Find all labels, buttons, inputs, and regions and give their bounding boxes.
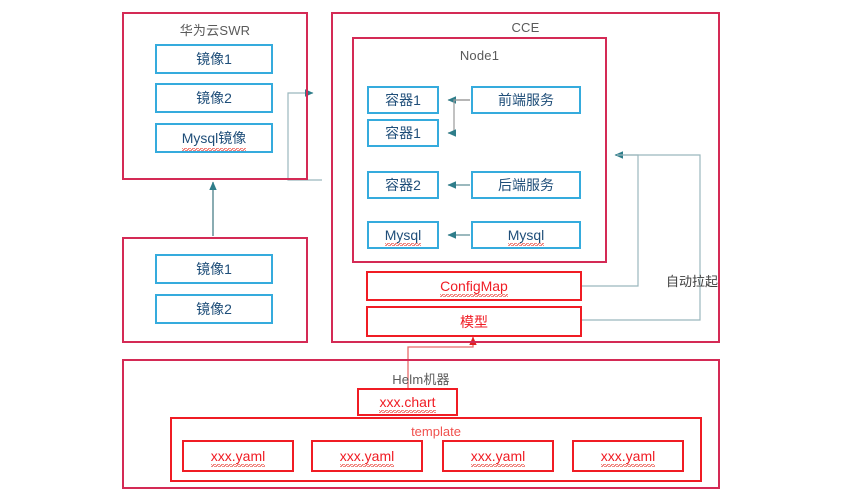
cce-resource-model[interactable]: 模型	[366, 306, 582, 337]
node-container-3[interactable]: Mysql	[367, 221, 439, 249]
swr-image-0[interactable]: 镜像1	[155, 44, 273, 74]
node-container-0[interactable]: 容器1	[367, 86, 439, 114]
local-image-1[interactable]: 镜像2	[155, 294, 273, 324]
node-container-2[interactable]: 容器2	[367, 171, 439, 199]
group-node1	[352, 37, 607, 263]
node-service-0[interactable]: 前端服务	[471, 86, 581, 114]
node-container-0-label: 容器1	[385, 92, 421, 108]
group-swr	[122, 12, 308, 180]
node-container-2-label: 容器2	[385, 177, 421, 193]
node-container-1[interactable]: 容器1	[367, 119, 439, 147]
local-image-1-label: 镜像2	[196, 301, 232, 317]
template-file-1-label: xxx.yaml	[339, 448, 395, 467]
helm-chart[interactable]: xxx.chart	[357, 388, 458, 416]
node-service-1-label: 后端服务	[498, 177, 554, 193]
template-file-3[interactable]: xxx.yaml	[572, 440, 684, 472]
auto-pull-label: 自动拉起	[666, 274, 719, 289]
template-file-2-label: xxx.yaml	[470, 448, 526, 467]
node-container-1-label: 容器1	[385, 125, 421, 141]
local-image-0[interactable]: 镜像1	[155, 254, 273, 284]
node-service-1[interactable]: 后端服务	[471, 171, 581, 199]
template-file-2[interactable]: xxx.yaml	[442, 440, 554, 472]
cce-resource-configmap[interactable]: ConfigMap	[366, 271, 582, 301]
group-local-images	[122, 237, 308, 343]
swr-image-2-label: Mysql镜像	[181, 130, 247, 151]
group-helm-title: Helm机器	[392, 372, 450, 387]
node-service-2[interactable]: Mysql	[471, 221, 581, 249]
node-container-3-label: Mysql	[384, 227, 422, 246]
group-cce	[331, 12, 720, 343]
node-service-0-label: 前端服务	[498, 92, 554, 108]
template-file-0[interactable]: xxx.yaml	[182, 440, 294, 472]
group-swr-title: 华为云SWR	[179, 23, 251, 38]
template-file-0-label: xxx.yaml	[210, 448, 266, 467]
swr-image-1[interactable]: 镜像2	[155, 83, 273, 113]
cce-resource-configmap-label: ConfigMap	[440, 278, 508, 297]
swr-image-2[interactable]: Mysql镜像	[155, 123, 273, 153]
group-helm	[122, 359, 720, 489]
helm-chart-label: xxx.chart	[379, 394, 436, 413]
swr-image-0-label: 镜像1	[196, 51, 232, 67]
group-cce-title: CCE	[511, 20, 540, 35]
group-template-title: template	[411, 424, 461, 439]
cce-resource-model-label: 模型	[460, 313, 488, 330]
group-node1-title: Node1	[459, 48, 500, 63]
swr-image-1-label: 镜像2	[196, 90, 232, 106]
template-file-3-label: xxx.yaml	[600, 448, 656, 467]
template-file-1[interactable]: xxx.yaml	[311, 440, 423, 472]
local-image-0-label: 镜像1	[196, 261, 232, 277]
group-template	[170, 417, 702, 482]
node-service-2-label: Mysql	[507, 227, 545, 246]
